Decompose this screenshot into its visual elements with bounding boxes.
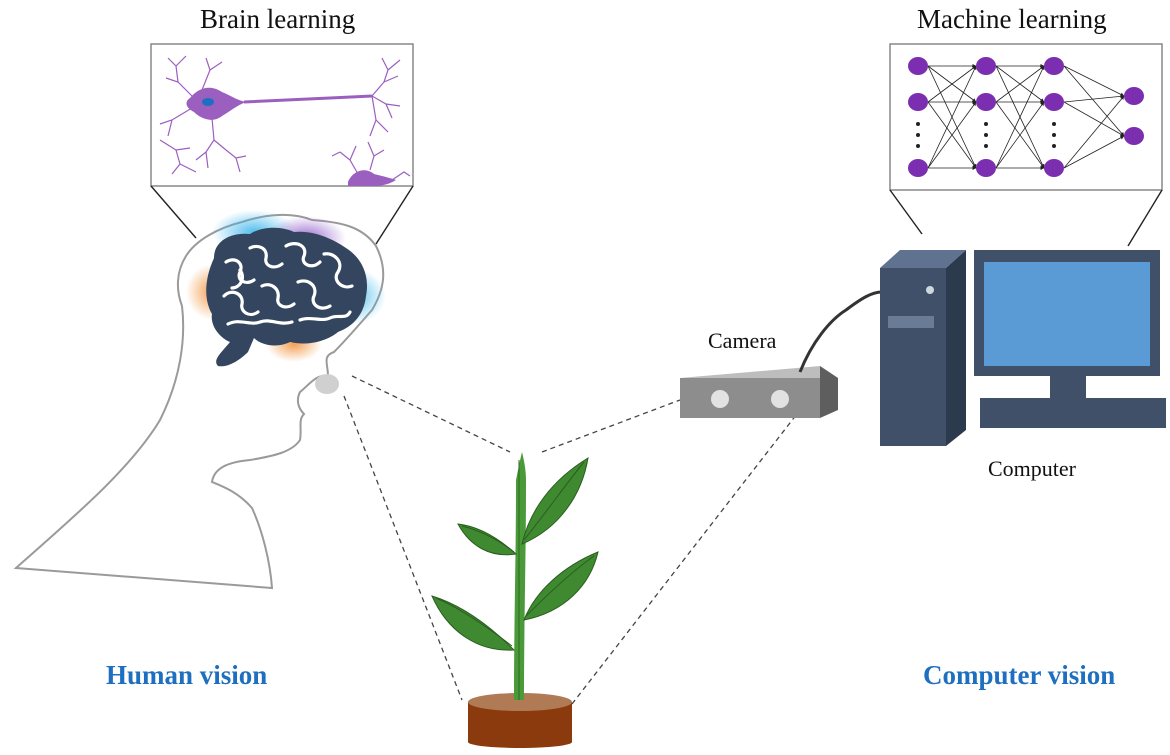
- computer-vision-label: Computer vision: [923, 660, 1116, 690]
- ml-inset-connectors: [889, 189, 1163, 247]
- head-profile: [13, 213, 385, 590]
- brain-icon: [186, 210, 386, 367]
- brain-inset-connectors: [150, 185, 414, 245]
- sight-lines: [343, 375, 801, 705]
- camera-label: Camera: [708, 328, 777, 353]
- eye-icon: [315, 374, 339, 394]
- brain-learning-inset: [150, 43, 414, 187]
- neural-network-icon: [908, 57, 1144, 177]
- brain-learning-label: Brain learning: [200, 4, 356, 34]
- computer-tower-icon: [880, 250, 966, 446]
- plant-icon: [431, 452, 599, 748]
- neuron-icon: [159, 55, 411, 186]
- human-vision-label: Human vision: [106, 660, 268, 690]
- camera-icon: [680, 290, 883, 418]
- monitor-icon: [974, 250, 1166, 428]
- computer-label: Computer: [988, 456, 1076, 481]
- machine-learning-inset: [889, 43, 1163, 191]
- machine-learning-label: Machine learning: [917, 4, 1107, 34]
